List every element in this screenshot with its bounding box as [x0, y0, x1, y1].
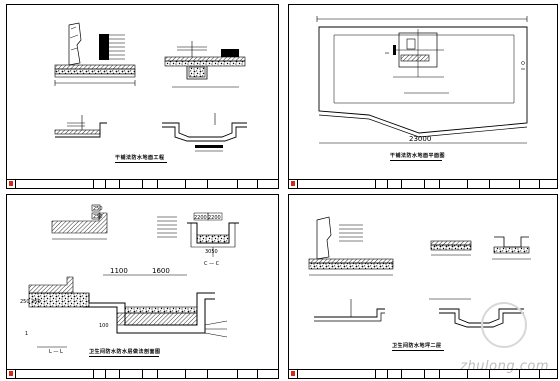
title-block-mark — [291, 181, 295, 186]
dim-left-stack: 250 250 — [20, 299, 41, 305]
plan-total-dimension: 23000 — [409, 135, 431, 143]
side-label: 1 — [25, 331, 28, 337]
detail-drawing — [308, 216, 531, 328]
watermark-logo — [481, 302, 527, 348]
caption-underline — [89, 356, 159, 357]
dim-w3: 3050 — [205, 249, 218, 255]
title-block — [7, 179, 278, 188]
sheet-top-left[interactable]: 干铺法防水地面工程 — [6, 4, 279, 189]
dim-w1: 2200 — [194, 215, 207, 221]
dim-d2: 1600 — [152, 267, 170, 275]
caption-underline — [390, 160, 442, 161]
title-block — [289, 369, 557, 378]
title-block-mark — [291, 371, 295, 376]
dim-w2: 2200 — [208, 215, 221, 221]
caption-underline — [115, 162, 167, 163]
detail-drawing — [54, 22, 247, 152]
section-mark-c: C — C — [204, 261, 220, 267]
watermark: zhulong.com — [460, 359, 549, 374]
dim-h1: 250 — [93, 206, 103, 212]
sheet-bottom-left[interactable]: 250 250 2200 2200 3050 C — C 1100 1600 — [6, 194, 279, 379]
title-block — [289, 179, 557, 188]
sheet-bottom-right[interactable]: 卫生间防水地坪二层 zhulong.com — [288, 194, 558, 379]
dim-d1: 1100 — [110, 267, 128, 275]
title-block-mark — [9, 181, 13, 186]
caption-underline — [392, 350, 444, 351]
dim-h2: 250 — [93, 214, 103, 220]
sheet-caption: 干铺法防水地面平面图 — [390, 153, 446, 159]
dim-h3: 100 — [99, 323, 109, 329]
sheet-caption: 卫生间防水地坪二层 — [392, 343, 442, 349]
section-mark-l: L — L — [49, 349, 63, 355]
title-block-mark — [9, 371, 13, 376]
title-block — [7, 369, 278, 378]
section-drawing: 250 250 2200 2200 3050 C — C 1100 1600 — [20, 204, 239, 355]
sheet-caption: 卫生间防水防水层做法剖面图 — [89, 349, 161, 355]
sheet-caption: 干铺法防水地面工程 — [115, 155, 165, 161]
sheet-top-right[interactable]: 23000 干铺法防水地面平面图 — [288, 4, 558, 189]
plan-drawing: 23000 — [316, 16, 528, 144]
